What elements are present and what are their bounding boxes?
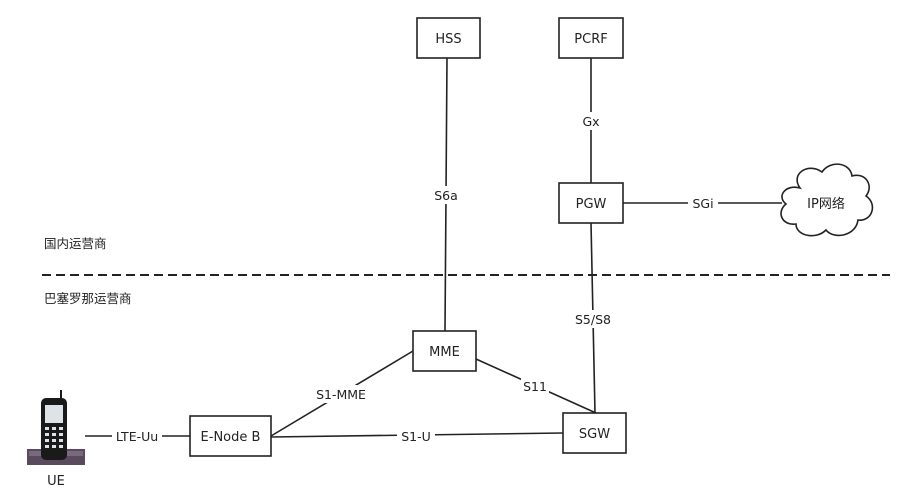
node-pcrf [558, 17, 624, 59]
node-mme [412, 330, 477, 372]
node-label-pgw: PGW [576, 197, 607, 212]
node-label-pcrf: PCRF [574, 32, 607, 47]
region-label-visited: 巴塞罗那运营商 [44, 291, 132, 306]
interface-label-s1mme: S1-MME [316, 387, 366, 402]
node-enodeb [189, 415, 272, 457]
node-pgw [558, 182, 624, 224]
interface-label-s6a: S6a [434, 188, 458, 203]
node-label-mme: MME [429, 345, 460, 360]
interface-label-s11: S11 [523, 379, 547, 394]
node-label-ip-network: IP网络 [807, 196, 845, 212]
interface-label-s5s8: S5/S8 [575, 312, 611, 327]
mobile-phone-icon [27, 390, 85, 465]
region-label-domestic: 国内运营商 [44, 236, 107, 251]
node-label-ue: UE [47, 474, 65, 489]
interface-label-lteuu: LTE-Uu [116, 429, 158, 444]
cloud-icon [780, 163, 874, 237]
node-sgw [562, 412, 627, 454]
node-hss [416, 17, 481, 59]
node-label-hss: HSS [435, 32, 461, 47]
interface-label-s1u: S1-U [401, 429, 431, 444]
interface-label-sgi: SGi [692, 196, 713, 211]
interface-label-gx: Gx [582, 114, 599, 129]
node-label-enodeb: E-Node B [201, 430, 261, 445]
node-label-sgw: SGW [579, 427, 610, 442]
